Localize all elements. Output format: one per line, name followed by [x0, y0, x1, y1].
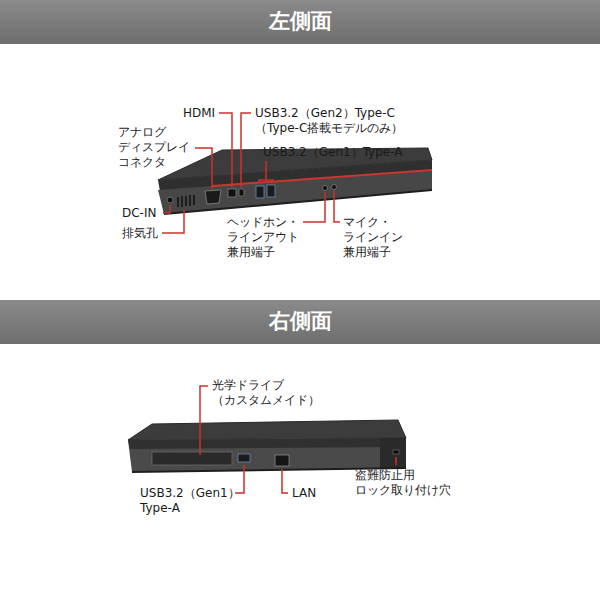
callout-label: HDMI — [183, 106, 215, 121]
section-band: 左側面 — [0, 0, 600, 44]
callout-label: 排気孔 — [122, 226, 158, 241]
optical-drive — [152, 452, 232, 465]
mic-jack — [332, 185, 337, 190]
callout-label: USB3.2（Gen1）Type-A — [263, 145, 402, 160]
lid-top — [128, 420, 406, 440]
callout-label: アナログ ディスプレイ コネクタ — [118, 125, 190, 170]
typec-port — [239, 189, 244, 196]
side-face — [158, 160, 432, 214]
usb-port — [238, 454, 250, 462]
side-face — [128, 438, 406, 472]
lock-slot — [393, 450, 399, 454]
lan-port — [275, 455, 289, 466]
section-band: 右側面 — [0, 300, 600, 344]
callout-label: ヘッドホン・ ラインアウト 兼用端子 — [227, 215, 299, 260]
callout-label: マイク・ ラインイン 兼用端子 — [343, 215, 403, 260]
section-heading: 右側面 — [269, 309, 332, 334]
base-side — [158, 170, 432, 214]
exhaust-vent — [178, 195, 194, 207]
laptop-right-view — [128, 420, 406, 472]
bottom-edge — [164, 190, 432, 214]
section-heading: 左側面 — [269, 9, 332, 34]
callout-label: USB3.2（Gen1） Type-A — [140, 486, 240, 516]
vga-port — [205, 190, 221, 204]
callout-label: DC-IN — [122, 206, 156, 221]
dc-in-port — [167, 197, 173, 203]
hinge — [380, 438, 406, 468]
callout-label: 盗難防止用 ロック取り付け穴 — [355, 468, 451, 498]
callout-label: LAN — [292, 486, 316, 501]
usb-port — [267, 185, 275, 197]
red-accent — [212, 170, 432, 186]
headphone-jack — [323, 186, 328, 191]
callout-label: 光学ドライブ （カスタムメイド） — [212, 378, 320, 408]
callout-label: USB3.2（Gen2）Type-C （Type-C搭載モデルのみ） — [255, 106, 403, 136]
usb-port — [256, 186, 264, 198]
lid-side — [128, 438, 406, 449]
hdmi-port — [228, 189, 236, 197]
